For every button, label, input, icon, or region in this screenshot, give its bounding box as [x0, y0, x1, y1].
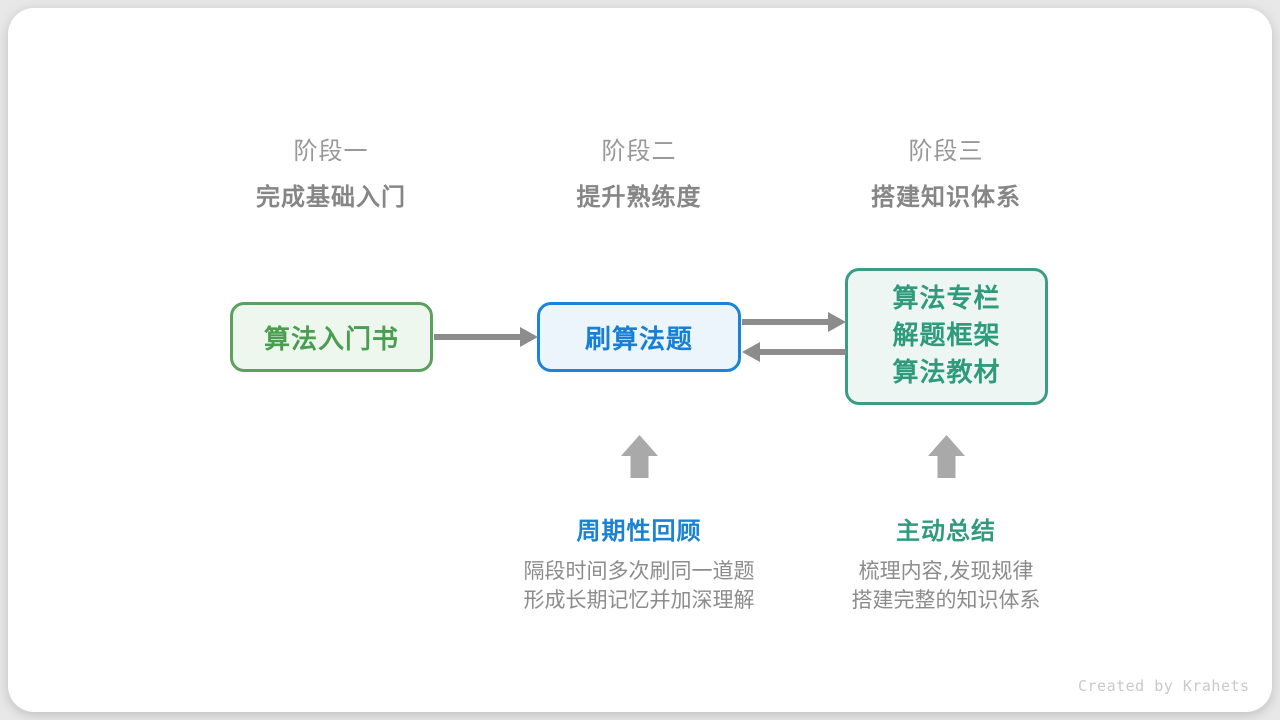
stage-1-subtitle: 完成基础入门 — [256, 183, 406, 211]
annotation-review-title: 周期性回顾 — [576, 517, 702, 545]
annotation-review-desc-line-2: 形成长期记忆并加深理解 — [523, 588, 755, 612]
stage-3-label: 阶段三 — [908, 137, 984, 165]
stage-2-label: 阶段二 — [601, 137, 677, 165]
node-practice: 刷算法题 — [537, 302, 741, 372]
arrow-right-icon — [434, 327, 538, 347]
annotation-review-desc-line-1: 隔段时间多次刷同一道题 — [523, 559, 755, 583]
node-intro-book: 算法入门书 — [230, 302, 433, 372]
arrow-left-icon — [742, 342, 846, 362]
stage-1-label: 阶段一 — [293, 137, 369, 165]
node-resources-line-3: 算法教材 — [892, 358, 1001, 388]
annotation-review-desc: 隔段时间多次刷同一道题 形成长期记忆并加深理解 — [469, 557, 809, 615]
node-resources: 算法专栏 解题框架 算法教材 — [845, 268, 1048, 405]
stage-2-subtitle: 提升熟练度 — [576, 183, 702, 211]
annotation-summary-title: 主动总结 — [896, 517, 996, 545]
block-arrow-up-icon — [928, 435, 965, 478]
node-intro-book-label: 算法入门书 — [263, 324, 399, 355]
credit-text: Created by Krahets — [1078, 677, 1250, 695]
block-arrow-up-icon — [621, 435, 658, 478]
annotation-summary-desc-line-1: 梳理内容,发现规律 — [858, 559, 1034, 583]
node-resources-line-2: 解题框架 — [892, 321, 1001, 351]
stage-3-subtitle: 搭建知识体系 — [871, 183, 1021, 211]
annotation-summary-desc-line-2: 搭建完整的知识体系 — [851, 588, 1041, 612]
annotation-summary-desc: 梳理内容,发现规律 搭建完整的知识体系 — [776, 557, 1116, 615]
arrow-right-icon — [742, 312, 846, 332]
node-practice-label: 刷算法题 — [584, 324, 693, 355]
node-resources-line-1: 算法专栏 — [892, 284, 1001, 314]
